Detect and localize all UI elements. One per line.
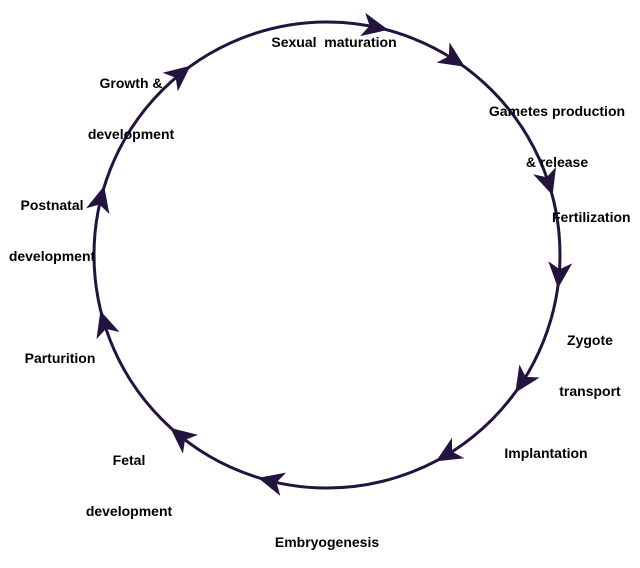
stage-label-line: Growth & — [99, 75, 163, 91]
cycle-arrowhead — [162, 65, 191, 92]
stage-label-line: development — [87, 126, 175, 142]
stage-parturition: Parturition — [10, 316, 110, 384]
stage-fetal-development: Fetal development — [74, 418, 184, 537]
stage-implantation: Implantation — [492, 411, 600, 479]
stage-label-line: Implantation — [504, 445, 588, 461]
stage-gametes-production: Gametes production & release — [474, 69, 640, 188]
stage-label-line: Sexual maturation — [271, 34, 397, 50]
stage-postnatal-development: Postnatal development — [0, 163, 104, 282]
cycle-arrowhead — [96, 310, 120, 340]
stage-label-line: Gametes production — [488, 103, 626, 119]
cycle-arrowhead — [170, 427, 198, 454]
cycle-circle — [92, 20, 562, 490]
stage-zygote-transport: Zygote transport — [545, 298, 635, 417]
stage-label-line: development — [85, 503, 173, 519]
stage-label-line: & release — [525, 154, 589, 170]
cycle-arrowhead — [86, 186, 110, 215]
stage-fertilization: Fertilization — [552, 175, 640, 243]
life-cycle-diagram — [86, 12, 573, 496]
cycle-arrowhead — [533, 166, 556, 196]
stage-label-line: Fertilization — [552, 209, 631, 225]
cycle-arrowhead — [258, 472, 287, 496]
stage-embryogenesis: Embryogenesis — [262, 500, 392, 568]
stage-label-line: transport — [559, 383, 621, 399]
stage-label-line: Fetal — [112, 452, 146, 468]
cycle-arrowhead — [548, 261, 573, 289]
stage-label-line: Zygote — [567, 332, 613, 348]
cycle-arrowhead — [360, 12, 389, 37]
stage-label-line: Postnatal — [20, 197, 84, 213]
stage-label-line: development — [8, 248, 96, 264]
cycle-arrowhead — [436, 42, 465, 67]
stage-label-line: Parturition — [24, 350, 96, 366]
stage-sexual-maturation: Sexual maturation — [244, 0, 424, 68]
stage-growth-development: Growth & development — [76, 41, 186, 160]
cycle-arrowhead — [435, 437, 465, 462]
cycle-arrowhead — [515, 364, 540, 393]
stage-label-line: Embryogenesis — [274, 534, 380, 550]
cycle-arrows — [86, 12, 573, 496]
